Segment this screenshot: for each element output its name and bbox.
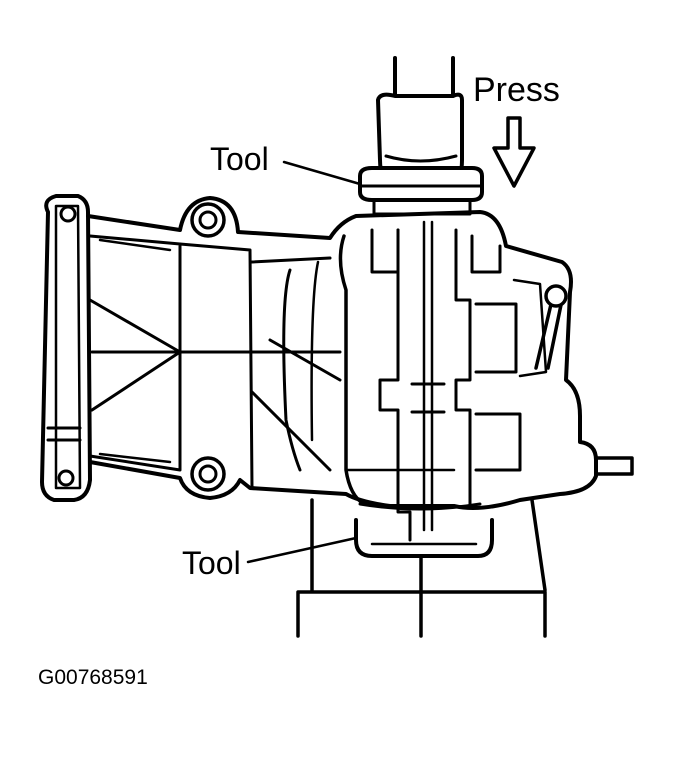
press-arrow-icon bbox=[492, 116, 536, 188]
tool-bottom-leader bbox=[246, 536, 358, 564]
figure-id: G00768591 bbox=[38, 666, 148, 689]
support-blocks bbox=[296, 498, 547, 638]
tool-top-leader bbox=[282, 160, 362, 186]
press-label: Press bbox=[473, 71, 560, 109]
tool-top-label: Tool bbox=[210, 141, 269, 177]
transmission-housing bbox=[40, 194, 634, 542]
leader-lines bbox=[246, 160, 362, 564]
bottom-tool bbox=[354, 518, 494, 558]
press-ram bbox=[376, 56, 464, 186]
top-tool bbox=[358, 166, 484, 216]
tool-bottom-label: Tool bbox=[182, 545, 241, 581]
